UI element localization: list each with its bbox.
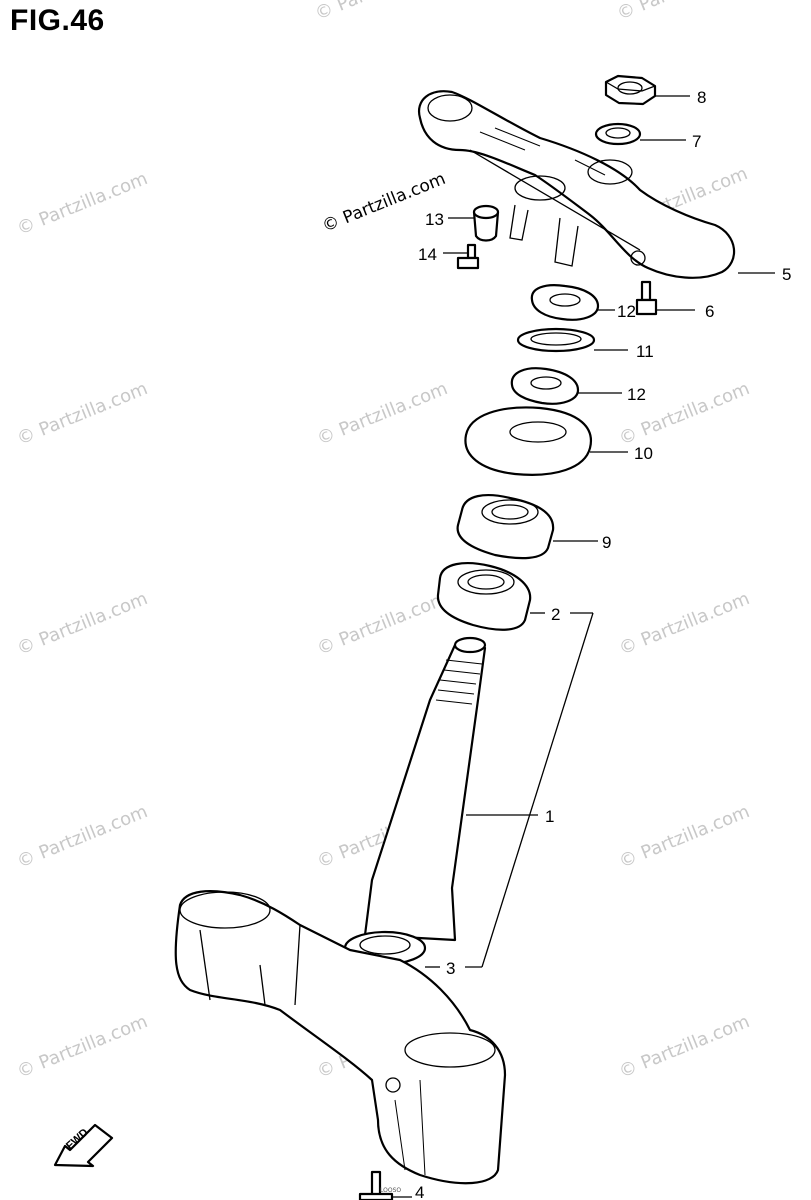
part-10-dust-seal[interactable] <box>464 406 592 476</box>
part-14-bolt[interactable] <box>456 243 480 270</box>
part-2-bearing-race[interactable] <box>436 562 532 631</box>
callout-13: 13 <box>425 210 444 229</box>
callout-11: 11 <box>636 342 654 361</box>
callout-5: 5 <box>782 265 791 284</box>
part-1-steering-stem[interactable] <box>363 636 487 942</box>
watermark: © Partzilla.com <box>14 1011 151 1083</box>
callout-1: 1 <box>545 807 554 826</box>
callouts: 8 7 5 6 12 11 12 10 9 2 1 3 13 14 4 <box>415 88 791 1200</box>
footer-code: LOOSO <box>380 1187 401 1194</box>
watermark: © Partzilla.com <box>614 0 751 25</box>
callout-7: 7 <box>692 132 701 151</box>
callout-6: 6 <box>705 302 714 321</box>
callout-9: 9 <box>602 533 611 552</box>
callout-2: 2 <box>551 605 560 624</box>
watermark: © Partzilla.com <box>14 588 151 660</box>
part-13-collar[interactable] <box>472 204 500 242</box>
watermark: © Partzilla.com <box>616 801 753 873</box>
callout-14: 14 <box>418 245 437 264</box>
callout-4: 4 <box>415 1183 424 1200</box>
part-7-washer[interactable] <box>594 122 642 146</box>
callout-10: 10 <box>634 444 653 463</box>
watermark: © Partzilla.com <box>312 0 449 25</box>
fwd-arrow-icon: FWD <box>53 1123 114 1168</box>
callout-3: 3 <box>446 959 455 978</box>
callout-12: 12 <box>627 385 646 404</box>
watermark: © Partzilla.com <box>14 378 151 450</box>
part-5-upper-bracket[interactable] <box>417 90 736 279</box>
watermark: © Partzilla.com <box>616 1011 753 1083</box>
part-4-bolt[interactable] <box>358 1170 394 1200</box>
part-11-washer[interactable] <box>516 327 596 353</box>
watermark: © Partzilla.com <box>14 168 151 240</box>
watermark: © Partzilla.com <box>14 801 151 873</box>
callout-8: 8 <box>697 88 706 107</box>
watermark: © Partzilla.com <box>314 378 451 450</box>
watermark: © Partzilla.com <box>314 588 451 660</box>
part-8-nut[interactable] <box>604 74 657 106</box>
callout-12: 12 <box>617 302 636 321</box>
part-9-bearing[interactable] <box>456 494 555 560</box>
watermark: © Partzilla.com <box>616 588 753 660</box>
leader-lines <box>392 95 775 1198</box>
part-6-bolt[interactable] <box>635 280 658 316</box>
figure-title: FIG.46 <box>10 4 105 37</box>
lower-bracket[interactable] <box>174 890 507 1185</box>
part-12-ring-nut[interactable] <box>510 367 580 405</box>
part-12-ring-nut[interactable] <box>530 284 600 321</box>
